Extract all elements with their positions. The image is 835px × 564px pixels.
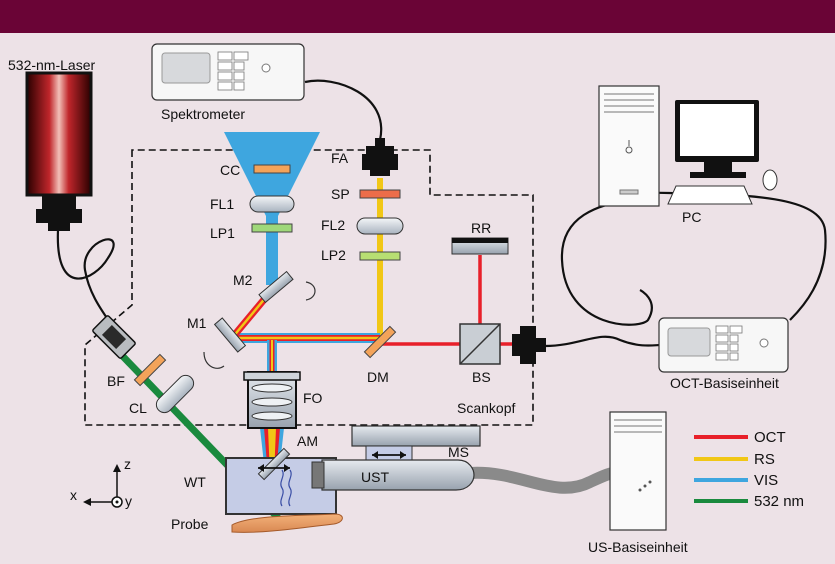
us-base-unit (609, 411, 667, 531)
label-ust: UST (361, 469, 389, 485)
labels: 532-nm-Laser Spektrometer PC OCT-Basisei… (8, 57, 779, 555)
mirrors (203, 270, 397, 369)
label-fo: FO (303, 390, 323, 406)
label-bf: BF (107, 373, 125, 389)
mirror-m2 (258, 270, 294, 304)
pc-cable (560, 198, 653, 326)
m2-rotation-arrow (305, 281, 316, 301)
optics (249, 164, 509, 261)
label-m2: M2 (233, 272, 253, 288)
label-ms: MS (448, 444, 469, 460)
label-fl1: FL1 (210, 196, 234, 212)
label-pc: PC (682, 209, 701, 225)
spectrometer-device (151, 43, 305, 101)
label-fl2: FL2 (321, 217, 345, 233)
pc-oct-cable (627, 190, 827, 321)
label-am: AM (297, 433, 318, 449)
label-rr: RR (471, 220, 491, 236)
label-spectrometer: Spektrometer (161, 106, 245, 122)
axis-label-y: y (125, 493, 132, 509)
bf-filter (133, 353, 167, 387)
label-probe: Probe (171, 516, 209, 532)
fiber-adapter (362, 138, 398, 176)
lp1-filter (251, 223, 293, 233)
dichroic-dm (363, 325, 397, 359)
legend-vis: VIS (754, 472, 778, 489)
lens-fl2 (356, 217, 404, 235)
objective-fo (243, 371, 301, 429)
mirror-am (257, 447, 291, 481)
pc-computer (598, 85, 778, 207)
label-us-base: US-Basiseinheit (588, 539, 688, 555)
label-lp1: LP1 (210, 225, 235, 241)
legend-oct: OCT (754, 429, 786, 446)
laser-fiber (56, 229, 119, 336)
label-cl: CL (129, 400, 147, 416)
label-oct-base: OCT-Basiseinheit (670, 375, 779, 391)
mirror-m1 (213, 317, 247, 353)
label-m1: M1 (187, 315, 207, 331)
label-sp: SP (331, 186, 350, 202)
label-cc: CC (220, 162, 240, 178)
legend: OCT RS VIS 532 nm (694, 429, 804, 510)
cables (56, 79, 827, 348)
label-fa: FA (331, 150, 349, 166)
ultrasound-transducer (311, 459, 475, 491)
hand-sample (231, 513, 343, 533)
label-wt: WT (184, 474, 206, 490)
lens-cl (155, 374, 195, 414)
header-bar (0, 0, 835, 33)
label-dm: DM (367, 369, 389, 385)
spectrometer-fiber (304, 79, 383, 141)
label-lp2: LP2 (321, 247, 346, 263)
laser-532nm (25, 71, 93, 231)
oct-connector (512, 326, 546, 364)
sp-filter (359, 189, 401, 199)
axis-label-z: z (124, 456, 131, 472)
label-scan-head: Scankopf (457, 400, 515, 416)
label-laser: 532-nm-Laser (8, 57, 95, 73)
oct-base-unit (658, 317, 789, 373)
cc-filter (253, 164, 291, 174)
label-bs: BS (472, 369, 491, 385)
coordinate-axes (83, 464, 123, 508)
lp2-filter (359, 251, 401, 261)
m1-rotation-arrow (203, 351, 225, 369)
beam-splitter (459, 323, 501, 365)
am-scan-arrow (258, 464, 290, 472)
oct-fiber (544, 335, 661, 348)
green-path-optics (92, 315, 195, 414)
lens-fl1 (249, 195, 295, 213)
legend-532nm: 532 nm (754, 493, 804, 510)
axis-label-x: x (70, 487, 77, 503)
legend-rs: RS (754, 451, 775, 468)
